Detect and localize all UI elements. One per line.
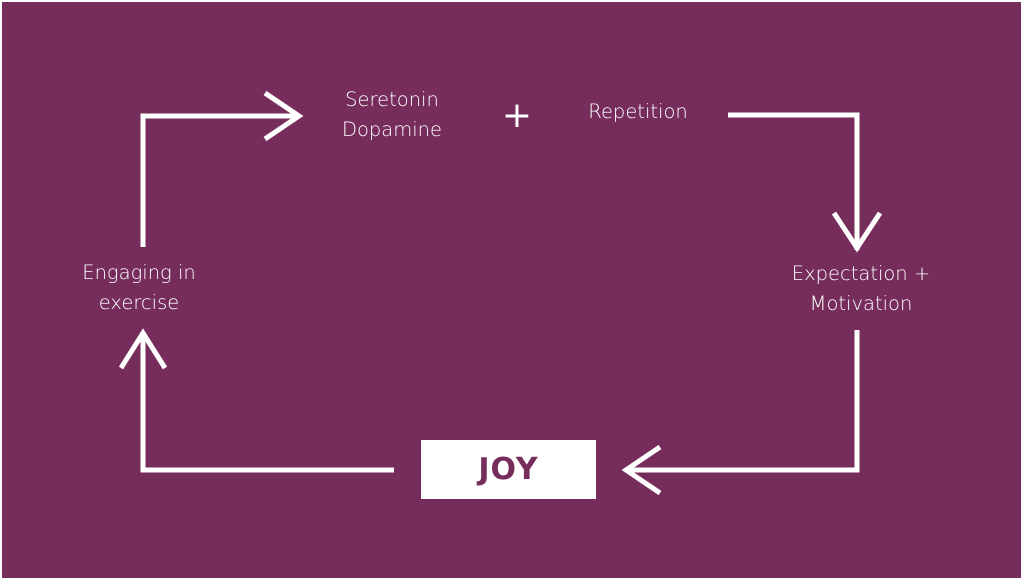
joy-label: JOY [478,452,539,487]
repetition-label: Repetition [588,100,688,123]
expectation-line-1: Expectation + [791,262,931,285]
arrow-joy-to-exercise [118,328,394,473]
exercise-line-2: exercise [98,291,180,314]
neurochemicals-line-1: Seretonin [345,88,439,111]
node-joy: JOY [421,440,596,499]
arrow-exercise-to-neurochemicals [140,90,304,247]
node-repetition: Repetition [572,97,704,127]
expectation-line-2: Motivation [809,292,913,315]
node-exercise: Engaging in exercise [60,258,218,318]
node-neurochemicals: Seretonin Dopamine [322,85,462,145]
exercise-line-1: Engaging in [82,261,196,284]
arrow-repetition-to-expectation [728,112,883,253]
neurochemicals-line-2: Dopamine [341,118,443,141]
node-expectation: Expectation + Motivation [778,259,944,319]
arrow-expectation-to-joy [621,330,860,496]
plus-sign: + [501,95,533,136]
